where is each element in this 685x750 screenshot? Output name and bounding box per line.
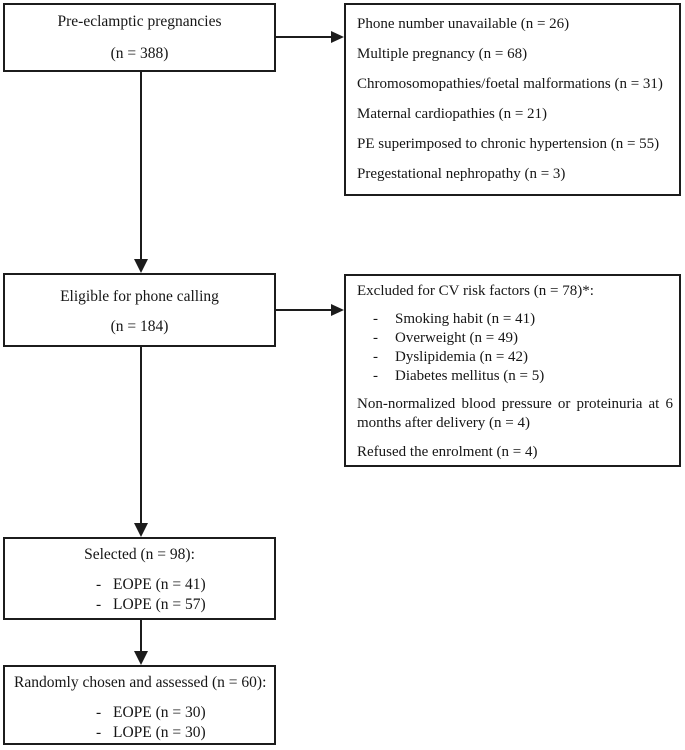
list-item-label: EOPE (n = 30) [113, 704, 206, 722]
list-item-label: Dyslipidemia (n = 42) [395, 349, 529, 365]
exclusion-item: Pregestational nephropathy (n = 3) [357, 166, 566, 182]
dash-marker: - [96, 723, 102, 741]
arrow-down-head-icon [134, 523, 148, 537]
dash-marker: - [96, 704, 102, 722]
list-item: - LOPE (n = 57) [96, 595, 274, 615]
list-item: - EOPE (n = 41) [96, 575, 274, 595]
box-title: Eligible for phone calling [60, 288, 219, 305]
list-item-label: Overweight (n = 49) [395, 330, 519, 346]
flow-box-randomly-chosen: Randomly chosen and assessed (n = 60): -… [3, 665, 276, 745]
exclusion-note: Refused the enrolment (n = 4) [357, 444, 538, 460]
list-item-label: LOPE (n = 57) [113, 595, 206, 613]
arrow-right-line-2 [276, 309, 333, 311]
dash-marker: - [373, 368, 378, 384]
flow-box-exclusions-cv-risk: Excluded for CV risk factors (n = 78)*: … [344, 274, 681, 467]
arrow-right-head-icon [331, 304, 344, 316]
exclusion-item: Phone number unavailable (n = 26) [357, 16, 570, 32]
exclusion-note: Non-normalized blood pressure or protein… [357, 396, 673, 431]
exclusion-item: Multiple pregnancy (n = 68) [357, 46, 528, 62]
exclusion-item: Maternal cardiopathies (n = 21) [357, 106, 548, 122]
selected-list: - EOPE (n = 41) - LOPE (n = 57) [96, 575, 274, 614]
dash-marker: - [373, 349, 378, 365]
dash-marker: - [373, 311, 378, 327]
dash-marker: - [96, 576, 102, 594]
box-count: (n = 388) [110, 45, 169, 63]
flow-box-pre-eclamptic-pregnancies: Pre-eclamptic pregnancies (n = 388) [3, 3, 276, 72]
exclusion-list: - Smoking habit (n = 41) - Overweight (n… [373, 310, 674, 386]
list-item-label: EOPE (n = 41) [113, 576, 206, 594]
exclusion-item: PE superimposed to chronic hypertension … [357, 136, 660, 152]
flow-box-eligible-phone-calling: Eligible for phone calling (n = 184) [3, 273, 276, 347]
assessed-list: - EOPE (n = 30) - LOPE (n = 30) [96, 703, 274, 742]
box-title: Pre-eclamptic pregnancies [57, 13, 222, 30]
list-item-label: Smoking habit (n = 41) [395, 311, 536, 327]
box-title: Randomly chosen and assessed (n = 60): [14, 674, 267, 691]
list-item: - Smoking habit (n = 41) [373, 310, 674, 329]
flow-box-exclusions-initial: Phone number unavailable (n = 26) Multip… [344, 3, 681, 196]
exclusion-item: Chromosomopathies/foetal malformations (… [357, 76, 663, 92]
arrow-down-line-1 [140, 72, 142, 260]
arrow-right-head-icon [331, 31, 344, 43]
list-item: - Diabetes mellitus (n = 5) [373, 367, 674, 386]
list-item: - Dyslipidemia (n = 42) [373, 348, 674, 367]
dash-marker: - [373, 330, 378, 346]
arrow-down-head-icon [134, 259, 148, 273]
list-item: - LOPE (n = 30) [96, 723, 274, 743]
flow-box-selected: Selected (n = 98): - EOPE (n = 41) - LOP… [3, 537, 276, 620]
arrow-right-line-1 [276, 36, 333, 38]
dash-marker: - [96, 595, 102, 613]
list-item: - Overweight (n = 49) [373, 329, 674, 348]
list-item-label: LOPE (n = 30) [113, 723, 206, 741]
exclusion-title: Excluded for CV risk factors (n = 78)*: [357, 283, 594, 299]
arrow-down-line-3 [140, 620, 142, 652]
list-item-label: Diabetes mellitus (n = 5) [395, 368, 545, 384]
box-count: (n = 184) [110, 318, 169, 336]
box-title: Selected (n = 98): [84, 546, 195, 563]
arrow-down-line-2 [140, 347, 142, 524]
arrow-down-head-icon [134, 651, 148, 665]
list-item: - EOPE (n = 30) [96, 703, 274, 723]
